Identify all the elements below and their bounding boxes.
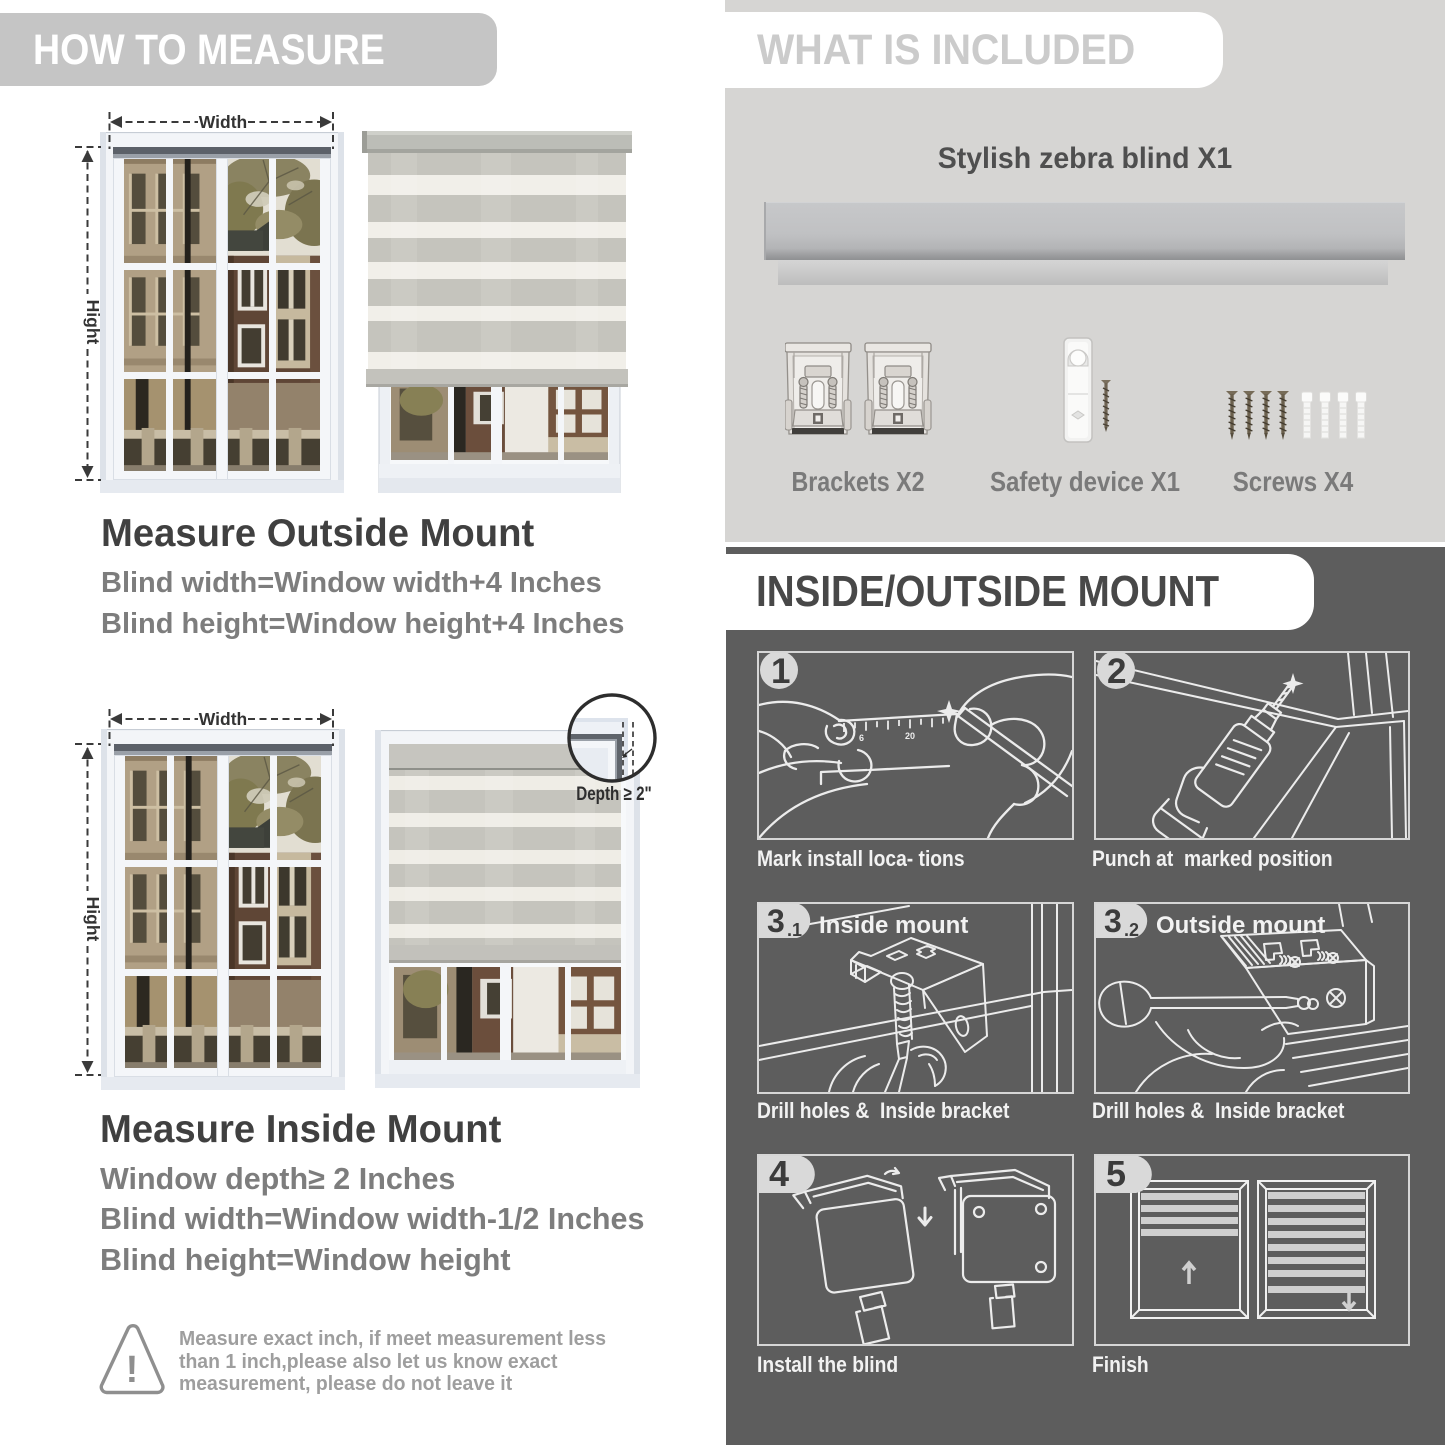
svg-text:6: 6: [859, 733, 864, 743]
svg-text:Inside mount: Inside mount: [819, 912, 968, 939]
svg-text:Hight: Hight: [83, 300, 103, 345]
svg-text:.2: .2: [1124, 920, 1139, 940]
svg-text:3: 3: [1104, 903, 1122, 939]
svg-text:Width: Width: [199, 709, 247, 729]
svg-text:2: 2: [1107, 652, 1126, 691]
svg-text:Hight: Hight: [83, 897, 103, 942]
svg-text:Width: Width: [199, 112, 247, 132]
svg-text:!: !: [126, 1349, 139, 1391]
svg-text:20: 20: [905, 731, 915, 741]
svg-text:.1: .1: [787, 920, 802, 940]
svg-text:Outside mount: Outside mount: [1156, 912, 1325, 939]
svg-text:5: 5: [1106, 1154, 1126, 1194]
svg-text:3: 3: [767, 903, 785, 939]
svg-text:1: 1: [771, 652, 790, 691]
svg-text:4: 4: [769, 1154, 789, 1194]
